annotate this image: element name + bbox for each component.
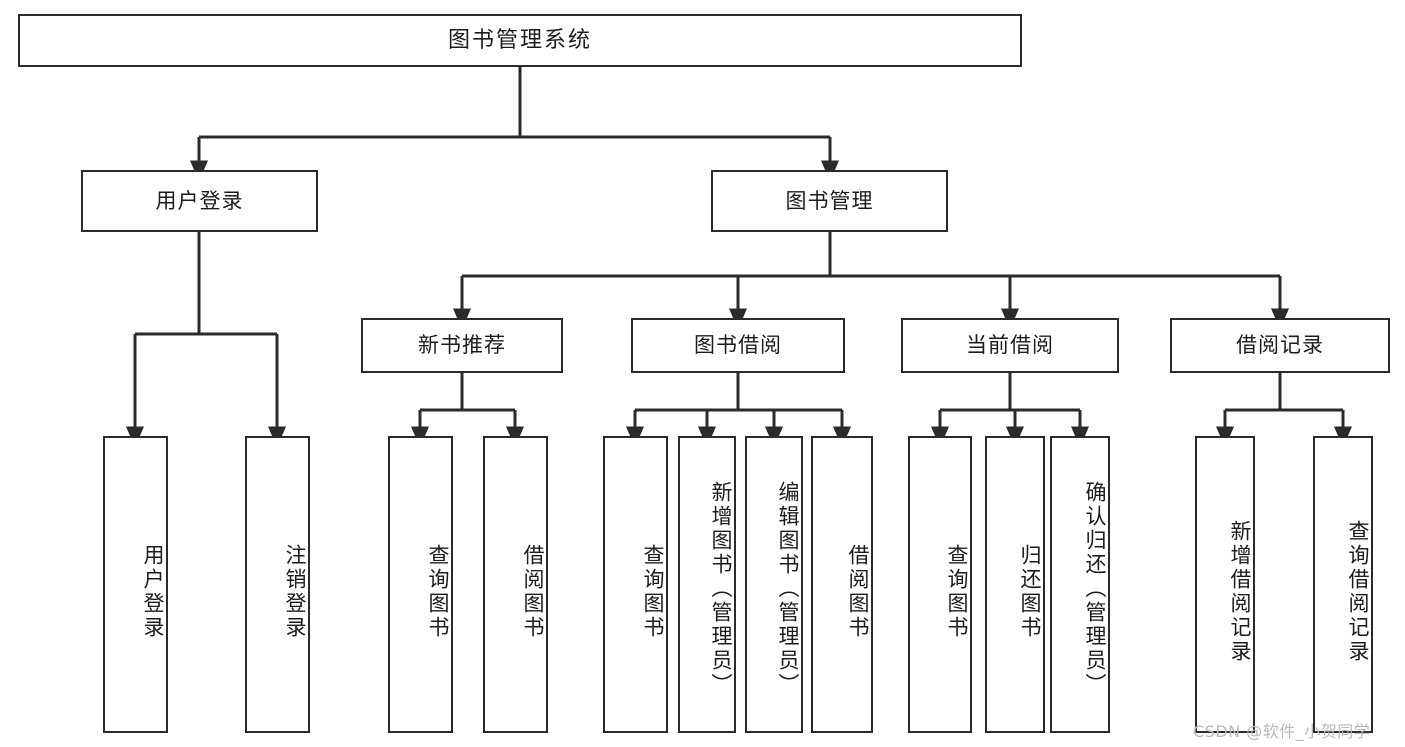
node-current-borrow[interactable]: 当前借阅 <box>901 318 1119 373</box>
leaf-add-book-admin[interactable]: 新增图书（管理员） <box>678 436 736 733</box>
node-label: 当前借阅 <box>966 333 1054 358</box>
leaf-label: 编辑图书（管理员） <box>776 480 800 697</box>
node-label: 借阅记录 <box>1236 333 1324 358</box>
leaf-label: 新增借阅记录 <box>1228 519 1252 664</box>
node-label: 图书借阅 <box>694 333 782 358</box>
leaf-add-borrow-record[interactable]: 新增借阅记录 <box>1195 436 1255 733</box>
leaf-label: 用户登录 <box>141 543 165 640</box>
node-book-borrow[interactable]: 图书借阅 <box>631 318 845 373</box>
node-label: 用户登录 <box>155 188 244 213</box>
leaf-confirm-return-admin[interactable]: 确认归还（管理员） <box>1050 436 1110 733</box>
leaf-label: 查询图书 <box>426 543 450 640</box>
node-root-label: 图书管理系统 <box>447 27 592 53</box>
leaf-user-login[interactable]: 用户登录 <box>103 436 168 733</box>
leaf-user-logout[interactable]: 注销登录 <box>245 436 310 733</box>
node-label: 新书推荐 <box>418 333 506 358</box>
leaf-label: 注销登录 <box>283 543 307 640</box>
leaf-borrow-book-rec[interactable]: 借阅图书 <box>483 436 548 733</box>
leaf-label: 查询图书 <box>945 543 969 640</box>
leaf-label: 归还图书 <box>1018 543 1042 640</box>
node-user-login[interactable]: 用户登录 <box>81 170 318 232</box>
node-borrow-record[interactable]: 借阅记录 <box>1170 318 1390 373</box>
leaf-query-borrow-record[interactable]: 查询借阅记录 <box>1313 436 1373 733</box>
node-root[interactable]: 图书管理系统 <box>18 14 1022 67</box>
leaf-borrow-book[interactable]: 借阅图书 <box>811 436 873 733</box>
leaf-query-book-rec[interactable]: 查询图书 <box>388 436 453 733</box>
leaf-query-book-current[interactable]: 查询图书 <box>908 436 972 733</box>
leaf-edit-book-admin[interactable]: 编辑图书（管理员） <box>745 436 803 733</box>
leaf-label: 新增图书（管理员） <box>709 480 733 697</box>
leaf-label: 确认归还（管理员） <box>1083 480 1107 697</box>
leaf-label: 借阅图书 <box>521 543 545 640</box>
node-label: 图书管理 <box>785 188 874 213</box>
leaf-query-book-borrow[interactable]: 查询图书 <box>603 436 668 733</box>
leaf-label: 查询图书 <box>641 543 665 640</box>
node-new-book-recommend[interactable]: 新书推荐 <box>361 318 563 373</box>
leaf-label: 借阅图书 <box>846 543 870 640</box>
leaf-label: 查询借阅记录 <box>1346 519 1370 664</box>
leaf-return-book[interactable]: 归还图书 <box>985 436 1045 733</box>
node-book-management[interactable]: 图书管理 <box>711 170 948 232</box>
